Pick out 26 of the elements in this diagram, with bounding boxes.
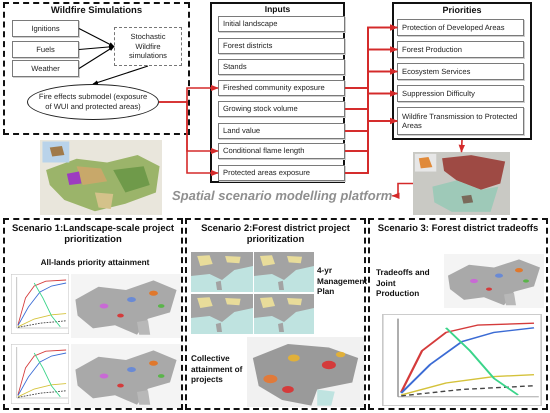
panel-heading: Scenario 3: Forest district tradeoffs (376, 223, 540, 234)
connector-arrow (78, 28, 114, 47)
panel-heading: Scenario 2:Forest district project prioritization (200, 223, 351, 246)
connector-arrow (159, 101, 219, 176)
dashed-panel (368, 218, 548, 410)
panel-text: All-lands priority attainment (40, 258, 150, 269)
panel-text: Tradeoffs and Joint Production (376, 268, 431, 300)
panel-text: 4-yr Management Plan (317, 266, 365, 298)
connector-arrow (345, 118, 398, 174)
picture (413, 152, 510, 215)
panel (210, 2, 345, 183)
panel (392, 2, 532, 140)
panel-heading: Priorities (441, 5, 482, 16)
connector-arrow (92, 65, 148, 85)
panel-heading: Scenario 1:Landscape-scale project prioritization (10, 223, 176, 246)
panel-text: Collective attainment of projects (191, 354, 244, 386)
panel-heading: Wildfire Simulations (50, 5, 144, 16)
dashed-panel (185, 218, 366, 410)
connector-arrow (458, 140, 465, 153)
dashed-panel (3, 218, 183, 410)
dashed-panel (3, 2, 190, 135)
connector-arrow (78, 46, 114, 69)
connector-arrow (78, 44, 115, 50)
connector-arrow (392, 182, 413, 199)
platform-label: Spatial scenario modelling platform (172, 188, 392, 204)
panel-heading: Inputs (264, 4, 292, 14)
